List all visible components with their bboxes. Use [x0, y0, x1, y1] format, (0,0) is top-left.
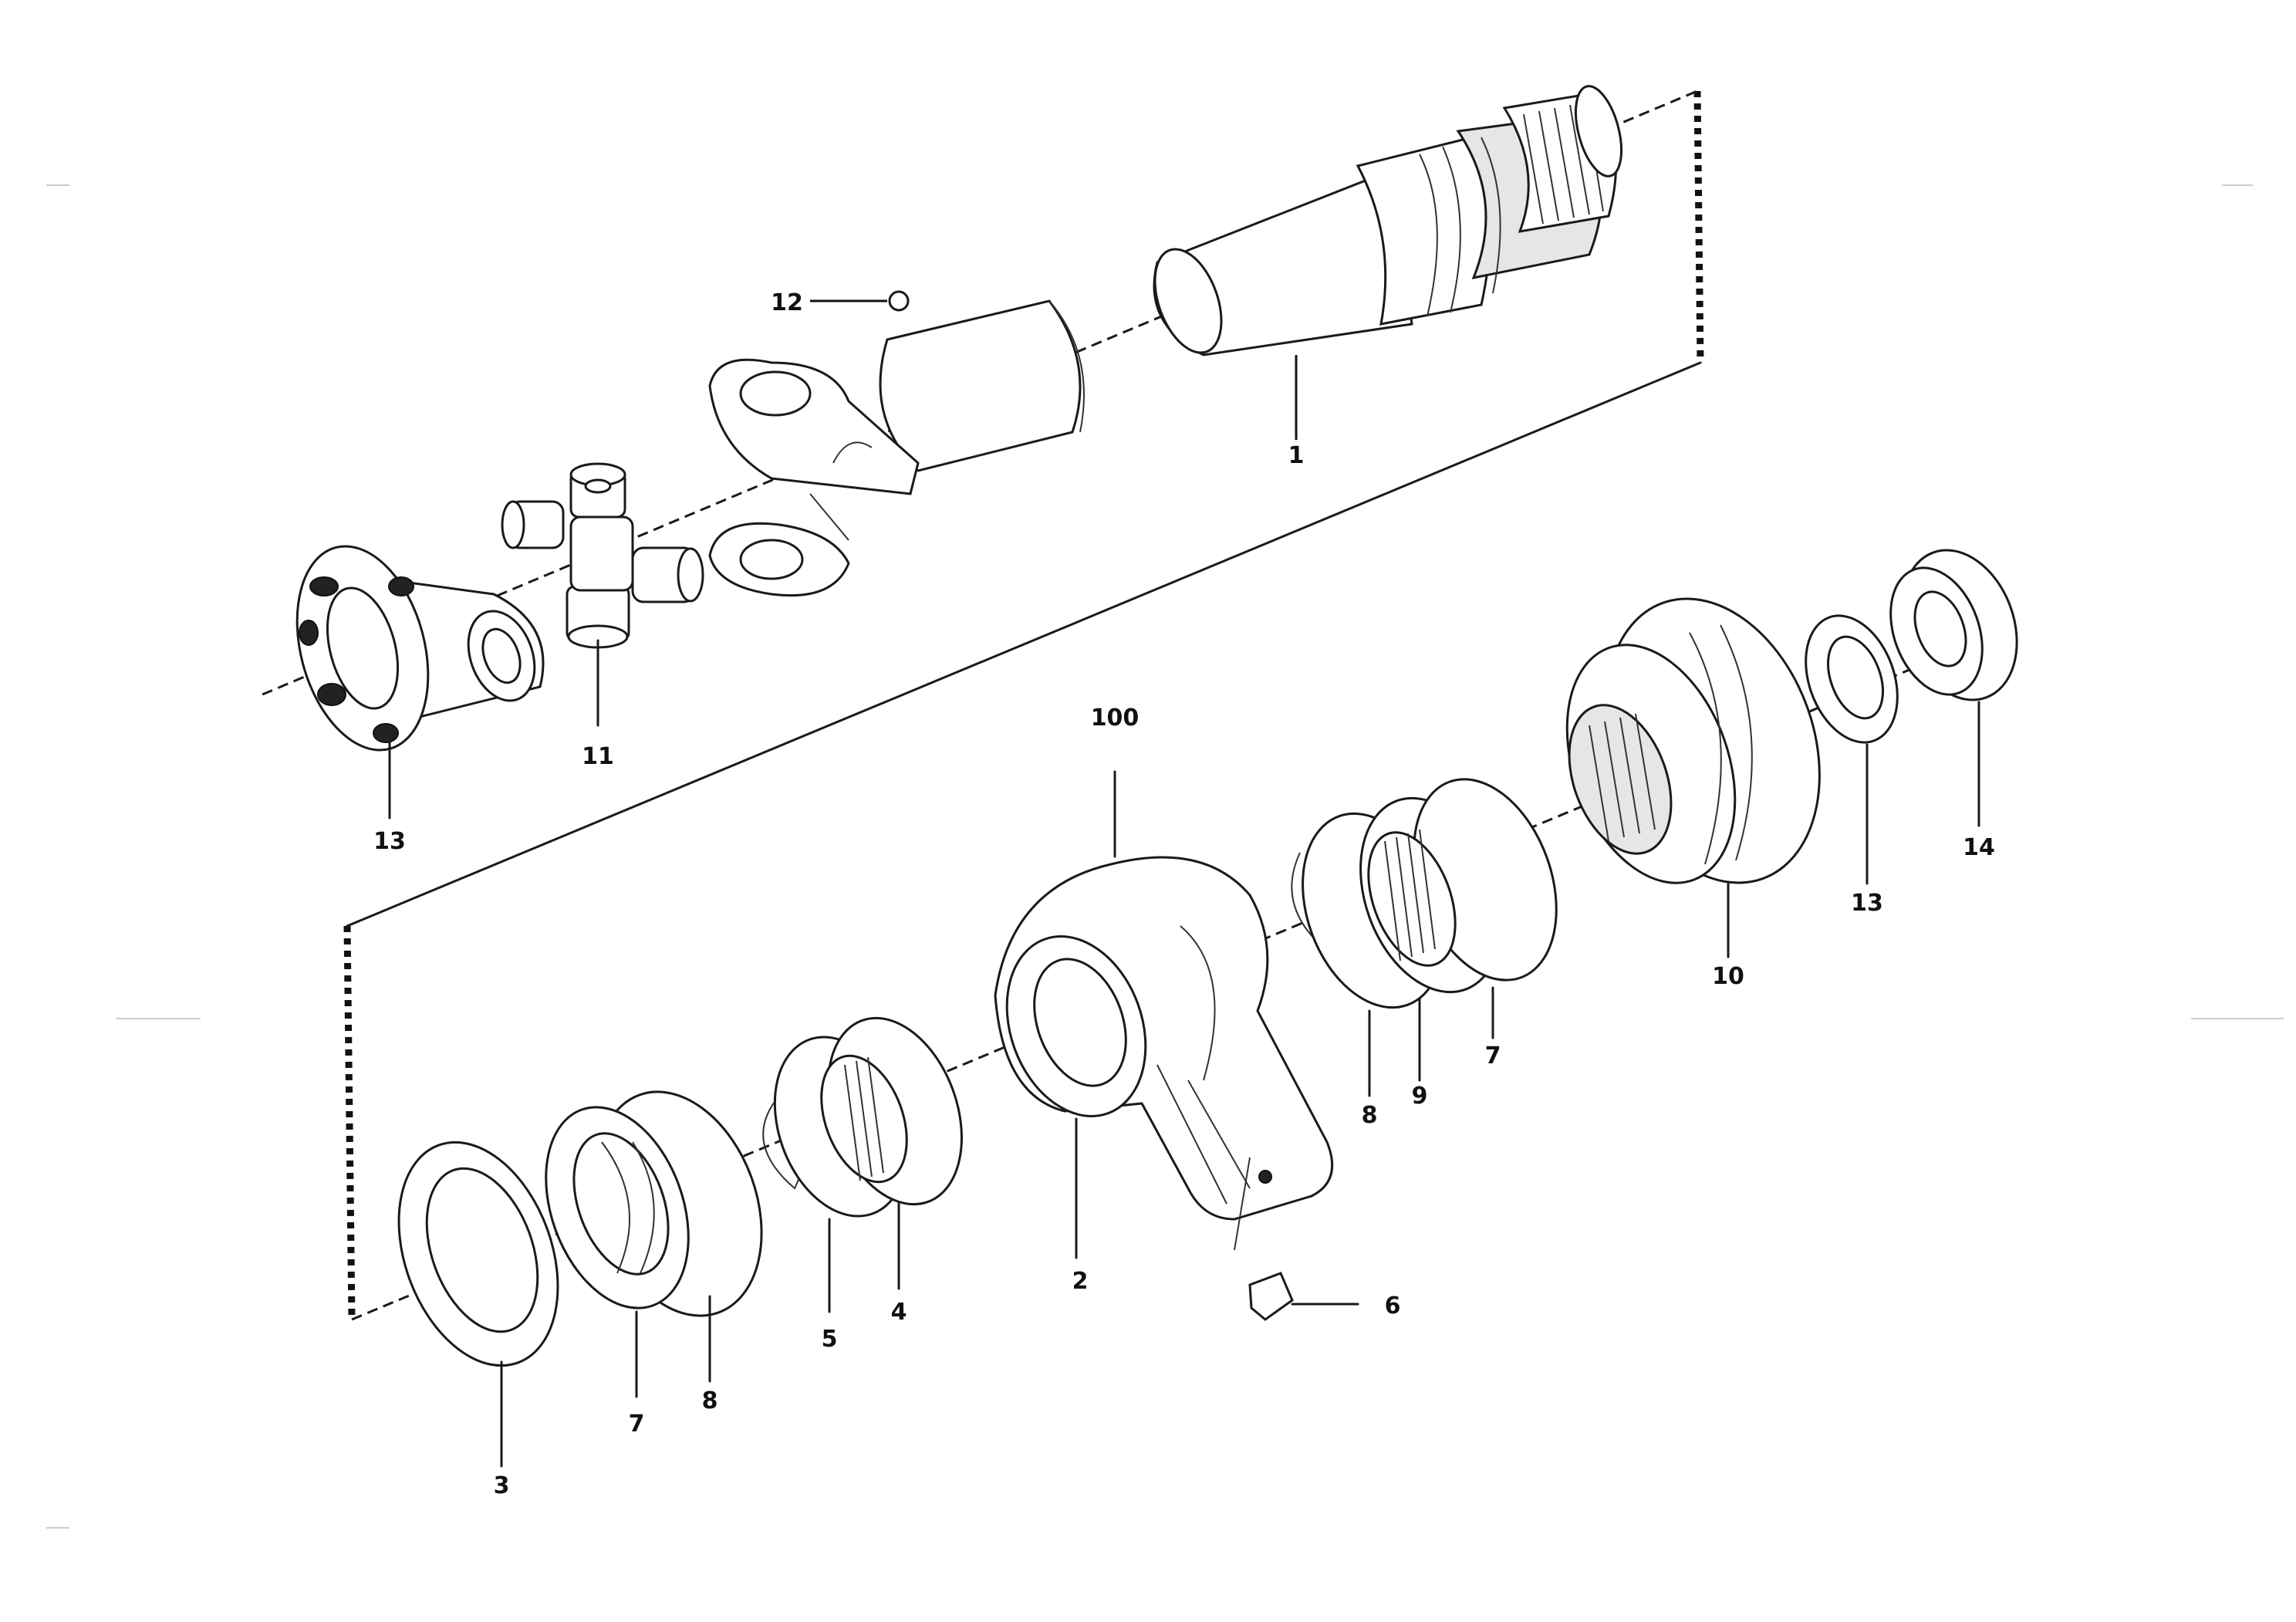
scan-artefacts	[46, 184, 2284, 1529]
callout-8-left: 8	[702, 1387, 718, 1414]
callout-7-right: 7	[1485, 1042, 1501, 1070]
upper-dotted-bracket	[1693, 90, 1704, 363]
companion-flange-upper	[295, 545, 545, 819]
bearing-right	[1291, 778, 1558, 1097]
callout-13-right: 13	[1851, 890, 1883, 917]
callout-5: 5	[822, 1326, 838, 1353]
callout-7-left: 7	[629, 1411, 645, 1438]
propeller-shaft-tube	[1153, 85, 1623, 357]
callout-9-right: 9	[1412, 1083, 1428, 1110]
seal-ring	[397, 1140, 559, 1468]
callout-12: 12	[771, 289, 803, 316]
callout-13-upper: 13	[373, 828, 406, 855]
bearing-cover-left	[545, 1090, 763, 1398]
callout-10: 10	[1712, 963, 1744, 990]
connection-line-upper	[346, 361, 1702, 928]
lock-nut	[1889, 549, 2018, 827]
bolt	[1248, 1272, 1359, 1321]
callout-6: 6	[1385, 1293, 1401, 1320]
callout-14: 14	[1963, 834, 1995, 861]
lower-dotted-bracket	[343, 925, 356, 1320]
callout-100: 100	[1091, 705, 1140, 732]
slip-yoke	[708, 299, 1085, 597]
bearing-left	[762, 1016, 963, 1313]
universal-joint-spider	[501, 462, 704, 727]
callout-2: 2	[1072, 1268, 1089, 1295]
callout-3: 3	[494, 1472, 510, 1499]
callout-11: 11	[582, 743, 614, 770]
callout-1: 1	[1288, 442, 1305, 469]
callout-4: 4	[891, 1299, 907, 1326]
callout-8-right: 8	[1362, 1102, 1378, 1129]
washer	[1805, 614, 1899, 885]
bearing-housing	[994, 770, 1334, 1259]
callouts: 1 12 11 13 100 2 3 7 8 5 4 6 8 9 7 10 13…	[373, 289, 1995, 1499]
flange-hub	[1565, 597, 1821, 958]
